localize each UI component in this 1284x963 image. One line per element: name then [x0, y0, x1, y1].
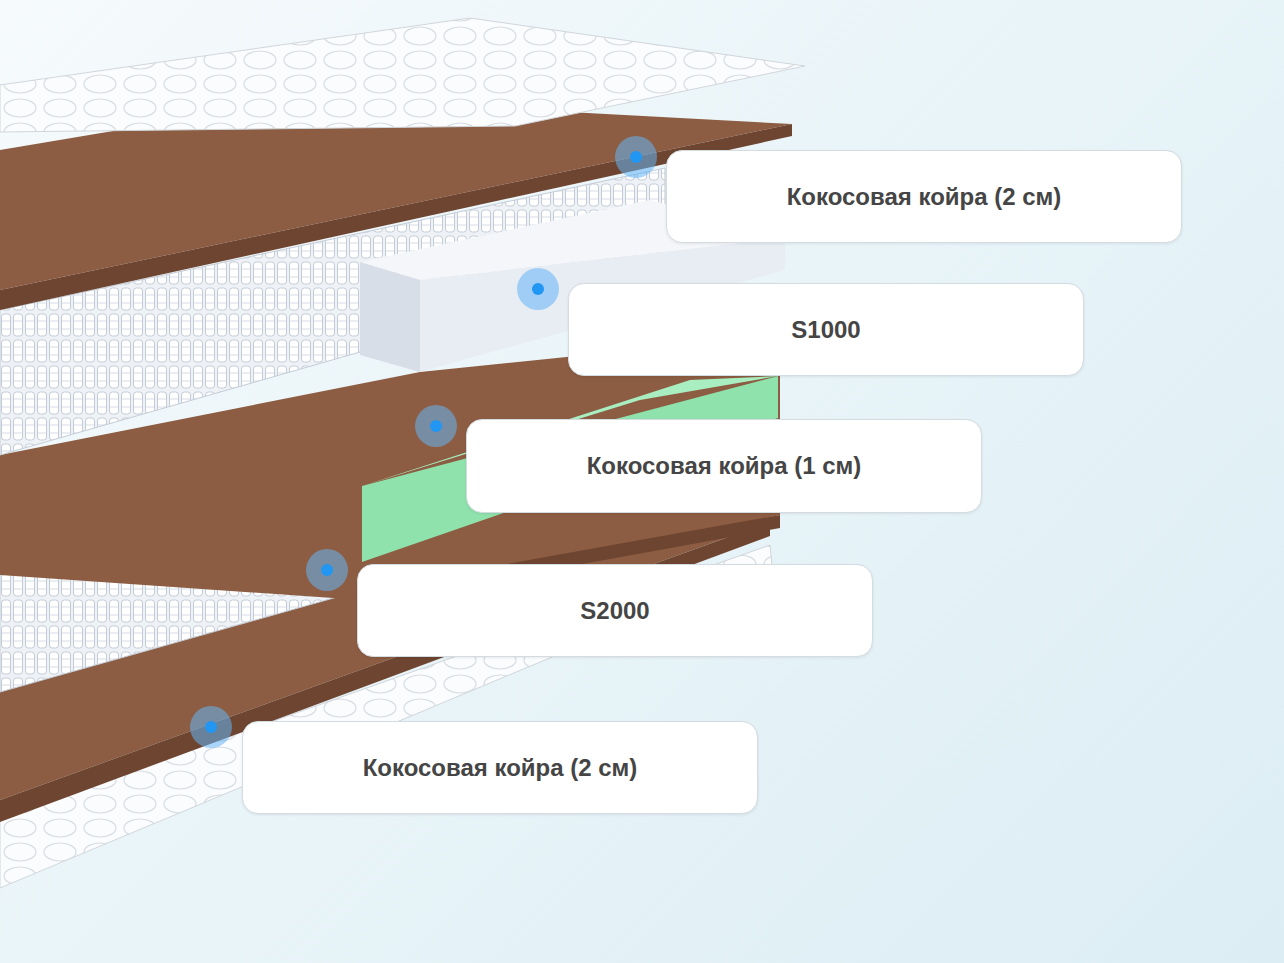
layer-label: S1000 — [791, 316, 860, 344]
callout-box: S2000 — [357, 564, 873, 657]
s1000-block-left — [360, 262, 420, 372]
layer-label: Кокосовая койра (2 см) — [787, 183, 1062, 211]
layer-label: Кокосовая койра (1 см) — [587, 452, 862, 480]
callout-box: S1000 — [568, 283, 1084, 376]
callout-box: Кокосовая койра (2 см) — [666, 150, 1182, 243]
callout-box: Кокосовая койра (1 см) — [466, 419, 982, 513]
callout-box: Кокосовая койра (2 см) — [242, 721, 758, 814]
layer-label: S2000 — [580, 597, 649, 625]
layer-label: Кокосовая койра (2 см) — [363, 754, 638, 782]
top-cover — [0, 18, 805, 132]
